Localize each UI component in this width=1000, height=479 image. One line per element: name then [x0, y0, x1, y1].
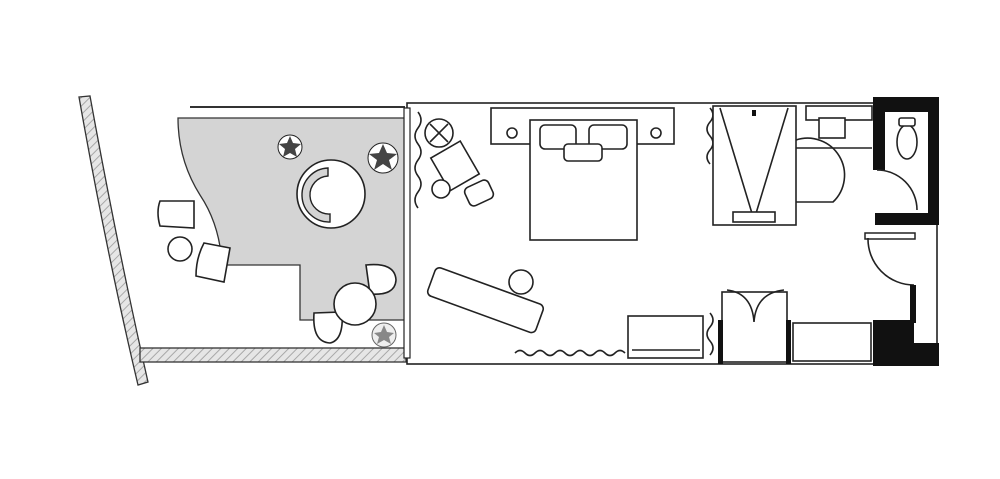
side-table — [431, 179, 451, 199]
lounge-chair — [157, 200, 195, 229]
closet-curtain — [706, 312, 714, 356]
lounge-chair — [195, 242, 231, 283]
minibar-wall — [718, 320, 723, 364]
toilet-tank — [898, 117, 916, 127]
terrace — [78, 95, 407, 386]
closet-curtain — [706, 107, 714, 165]
round-daybed — [296, 159, 366, 229]
plant-pot — [277, 134, 303, 160]
side-table — [167, 236, 193, 262]
nightstand-lamp — [650, 127, 662, 139]
window-frame — [403, 107, 411, 359]
curved-glass-wall — [78, 95, 149, 386]
plant-pot — [367, 142, 399, 174]
toilet — [896, 124, 918, 160]
coffee-table — [508, 269, 534, 295]
sofa — [426, 267, 545, 334]
guest-room — [403, 97, 939, 366]
terrace-balustrade — [139, 347, 407, 363]
pillow — [588, 124, 628, 150]
bathroom-door-swing — [795, 137, 846, 203]
window-curtain — [414, 111, 422, 209]
armchair — [429, 139, 481, 193]
entry-door-swing — [867, 237, 915, 286]
wardrobe — [721, 291, 788, 363]
toilet-door-swing — [876, 169, 918, 211]
structural-column — [873, 320, 939, 366]
dining-table — [333, 282, 377, 326]
floor-lamp — [424, 118, 454, 148]
ottoman — [463, 179, 495, 207]
plant-pot — [371, 322, 397, 348]
shower-bench — [732, 211, 776, 223]
pillow — [539, 124, 577, 150]
shower-head — [752, 110, 756, 116]
desk — [627, 315, 704, 359]
minibar-wall — [786, 320, 791, 364]
dining-chair — [365, 263, 397, 296]
wardrobe-door-swing — [726, 289, 785, 323]
entry-wall-stub — [910, 285, 916, 323]
sink — [818, 117, 846, 139]
luggage-rack — [792, 322, 872, 362]
entry-wall — [864, 232, 916, 240]
nightstand-lamp — [506, 127, 518, 139]
pillow — [563, 143, 603, 162]
toilet-room-walls — [873, 97, 939, 225]
window-curtain — [514, 349, 626, 357]
